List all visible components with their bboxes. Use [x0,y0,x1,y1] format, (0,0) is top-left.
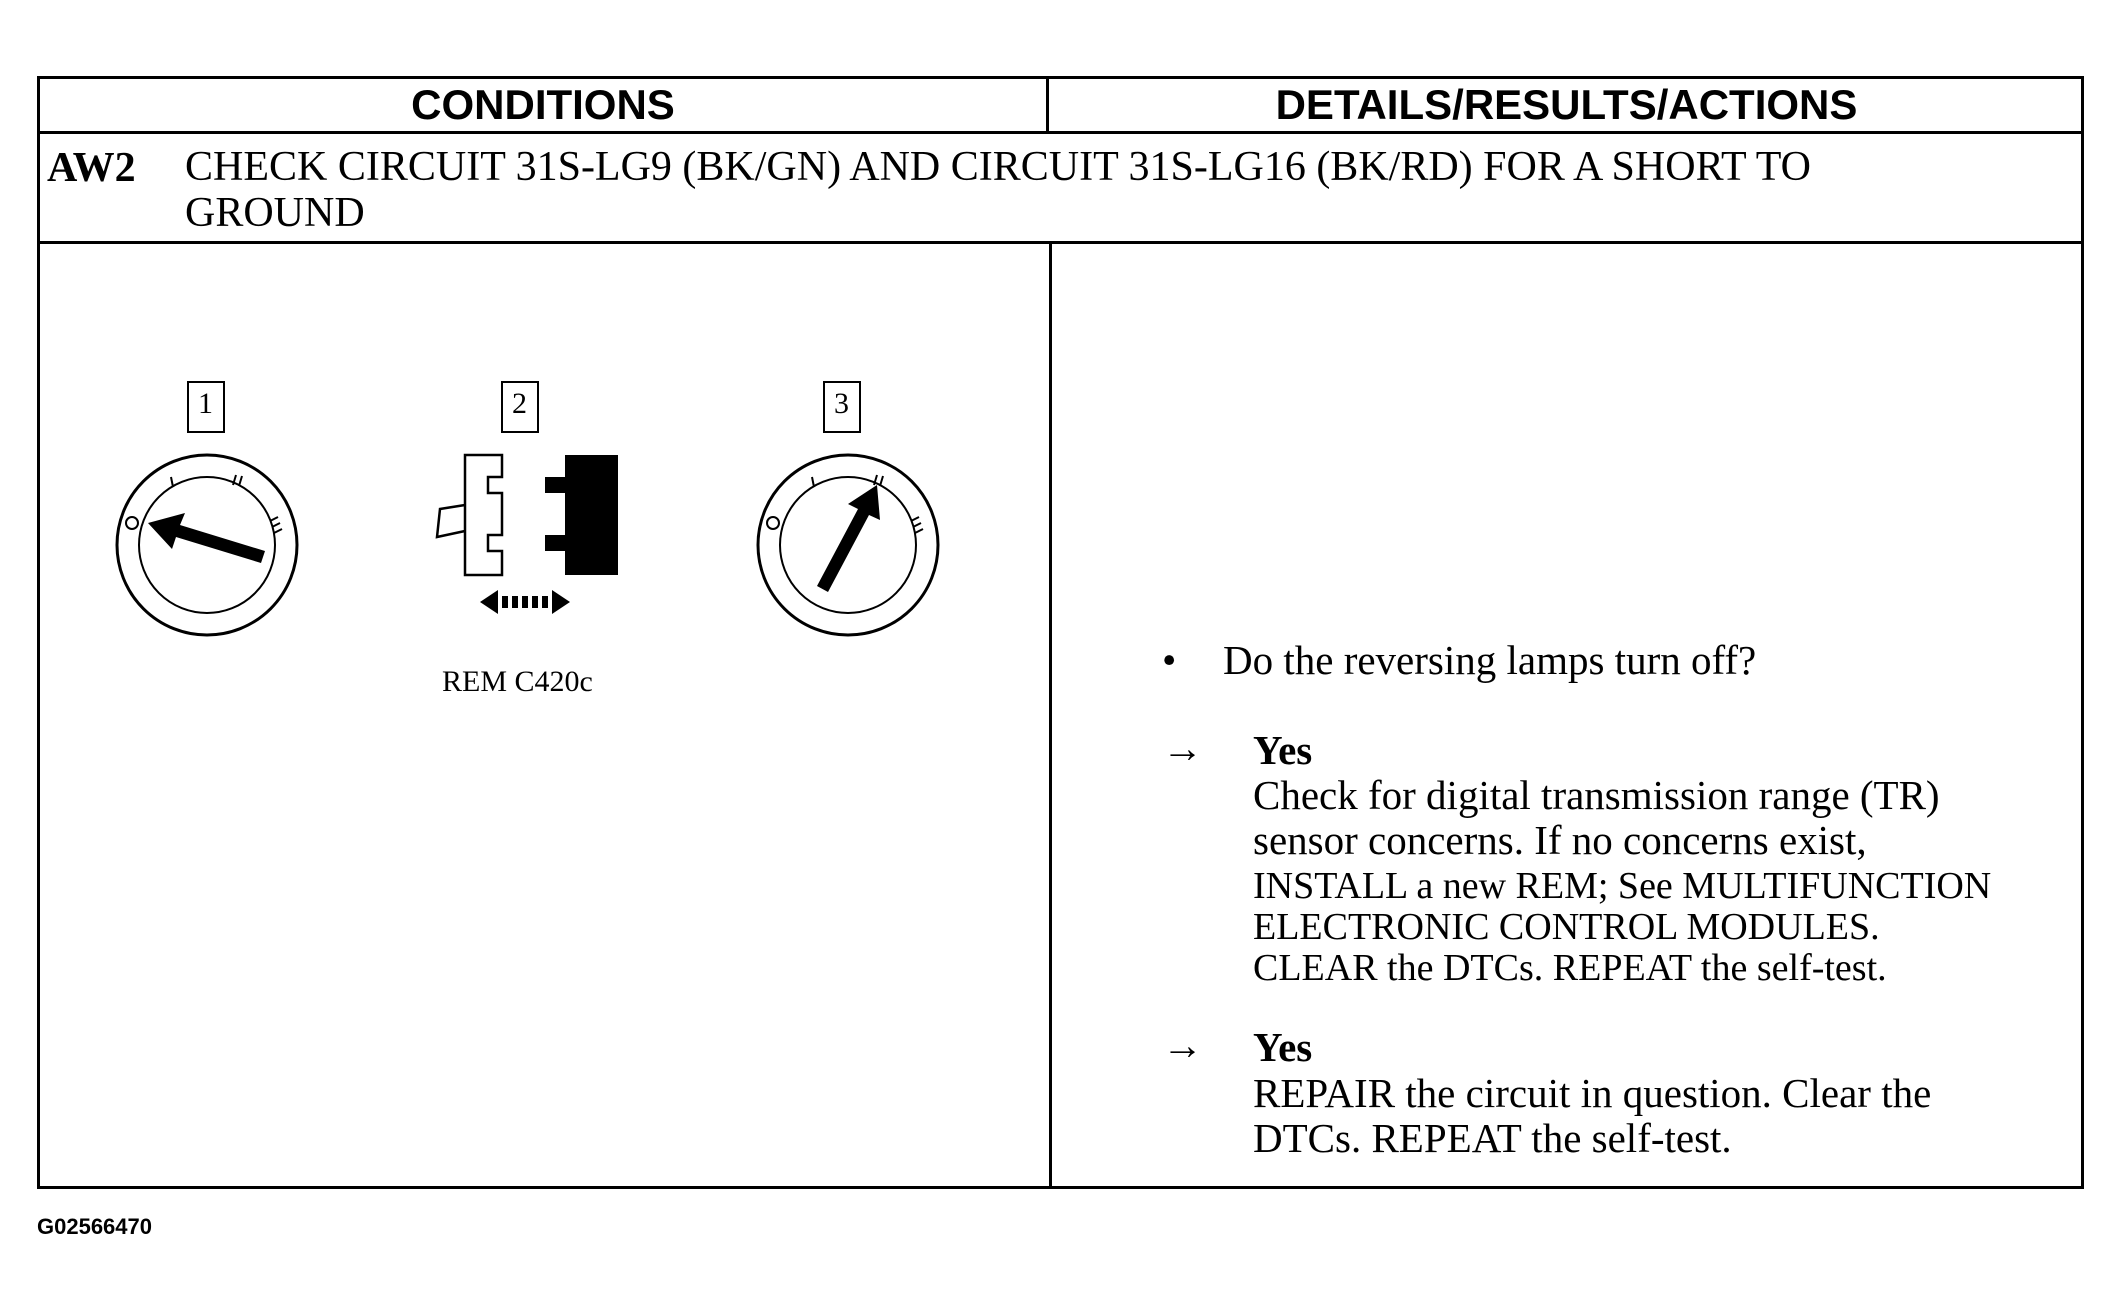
ignition-switch-run-icon [756,453,940,637]
answer2-label: Yes [1253,1024,1313,1070]
answer1-line4: ELECTRONIC CONTROL MODULES. [1253,906,1880,948]
step-id: AW2 [47,145,136,191]
step-divider [40,241,2081,244]
details-header: DETAILS/RESULTS/ACTIONS [1275,81,1858,128]
diagnostic-table: CONDITIONS DETAILS/RESULTS/ACTIONS AW2 C… [37,76,2084,1189]
answer1-line1: Check for digital transmission range (TR… [1253,772,1940,818]
ignition-switch-off-icon [115,453,299,637]
callout-box-2 [501,381,539,433]
connector-label: REM C420c [442,665,593,698]
callout-3: 3 [834,387,849,420]
header-divider [40,131,2081,134]
answer1-arrow: → [1162,725,1203,771]
answer1-line3: INSTALL a new REM; See MULTIFUNCTION [1253,865,1992,907]
callout-box-1 [187,381,225,433]
question-text: Do the reversing lamps turn off? [1223,637,1757,683]
step-title: CHECK CIRCUIT 31S-LG9 (BK/GN) AND CIRCUI… [185,144,2065,236]
column-divider [1049,243,1052,1186]
answer1-line5: CLEAR the DTCs. REPEAT the self-test. [1253,947,1887,989]
procedure-illustration [115,381,940,637]
answer2-line2: DTCs. REPEAT the self-test. [1253,1115,1732,1161]
step-row: AW2 CHECK CIRCUIT 31S-LG9 (BK/GN) AND CI… [40,134,2081,243]
callout-1: 1 [198,387,213,420]
step-title-line1: CHECK CIRCUIT 31S-LG9 (BK/GN) AND CIRCUI… [185,144,1811,190]
figure-id: G02566470 [37,1214,152,1239]
answer1-line2: sensor concerns. If no concerns exist, [1253,817,1867,863]
step-title-line2: GROUND [185,190,365,236]
answer2-arrow: → [1162,1022,1203,1068]
callout-2: 2 [512,387,527,420]
callout-box-3 [823,381,861,433]
answer1-label: Yes [1253,727,1313,773]
answer2-line1: REPAIR the circuit in question. Clear th… [1253,1070,1932,1116]
conditions-header: CONDITIONS [40,79,1049,134]
connector-disconnect-icon [435,453,618,614]
procedure-figure: 1 2 3 REM C420c [40,245,1045,745]
question-bullet: • [1162,637,1177,683]
